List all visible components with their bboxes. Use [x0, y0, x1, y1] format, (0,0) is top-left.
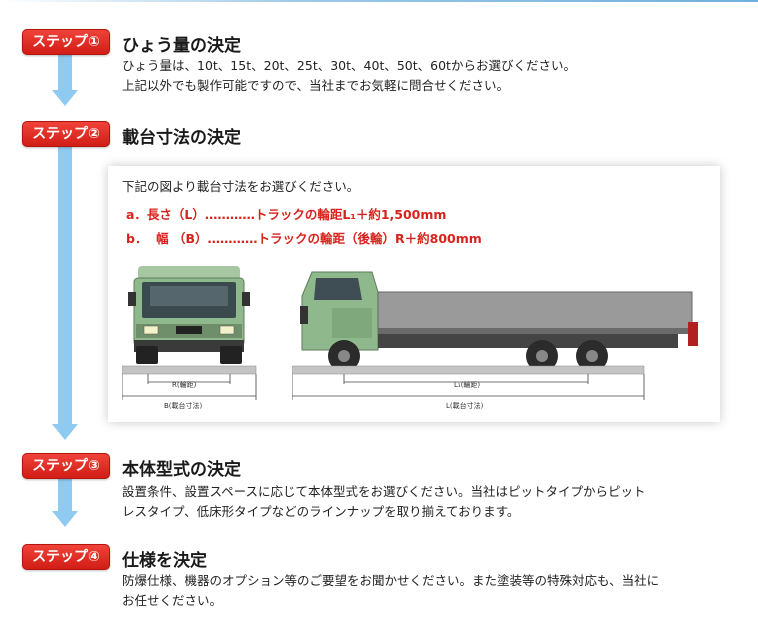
step-4-badge: ステップ④: [22, 544, 110, 570]
step-4-description: 防爆仕様、機器のオプション等のご要望をお聞かせください。また塗装等の特殊対応も、…: [122, 571, 742, 611]
step-3-description: 設置条件、設置スペースに応じて本体型式をお選びください。当社はピットタイプからピ…: [122, 482, 742, 522]
side-l1-label: L₁(輪距): [454, 381, 481, 389]
panel-line-width: b． 幅 （B）…………トラックの輪距（後輪）R＋約800mm: [126, 231, 482, 246]
step-1-line-2: 上記以外でも製作可能ですので、当社までお気軽に問合せください。: [122, 78, 510, 93]
step-1-description: ひょう量は、10t、15t、20t、25t、30t、40t、50t、60tからお…: [122, 56, 742, 96]
step-3-title: 本体型式の決定: [122, 460, 241, 480]
panel-line-length: a．長さ（L）…………トラックの輪距L₁＋約1,500mm: [126, 207, 447, 222]
flow-arrow-2-head: [52, 424, 78, 440]
truck-side-diagram: [292, 271, 698, 400]
flow-arrow-3-head: [52, 511, 78, 527]
panel-intro-text: 下記の図より載台寸法をお選びください。: [122, 179, 360, 194]
front-r-label: R(輪距): [172, 381, 197, 389]
step-4-line-1: 防爆仕様、機器のオプション等のご要望をお聞かせください。また塗装等の特殊対応も、…: [122, 573, 660, 588]
step-4-line-2: お任せください。: [122, 593, 223, 608]
step-4-title: 仕様を決定: [122, 551, 207, 571]
truck-front-diagram: [122, 266, 257, 400]
step-3-line-1: 設置条件、設置スペースに応じて本体型式をお選びください。当社はピットタイプからピ…: [122, 484, 646, 499]
flow-arrow-2-shaft: [58, 146, 72, 426]
side-l-label: L(載台寸法): [446, 402, 484, 410]
step-1-badge: ステップ①: [22, 29, 110, 55]
top-accent-line: [0, 0, 758, 2]
step-1-line-1: ひょう量は、10t、15t、20t、25t、30t、40t、50t、60tからお…: [122, 58, 576, 73]
dimension-panel: 下記の図より載台寸法をお選びください。 a．長さ（L）…………トラックの輪距L₁…: [108, 166, 720, 422]
step-1-title: ひょう量の決定: [122, 36, 241, 56]
flow-arrow-3-shaft: [58, 477, 72, 513]
front-b-label: B(載台寸法): [164, 402, 203, 410]
flow-arrow-1-head: [52, 90, 78, 106]
step-3-line-2: レスタイプ、低床形タイプなどのラインナップを取り揃えております。: [122, 504, 520, 519]
step-2-badge: ステップ②: [22, 121, 110, 147]
step-3-badge: ステップ③: [22, 453, 110, 479]
step-2-title: 載台寸法の決定: [122, 128, 241, 148]
flow-arrow-1-shaft: [58, 54, 72, 92]
